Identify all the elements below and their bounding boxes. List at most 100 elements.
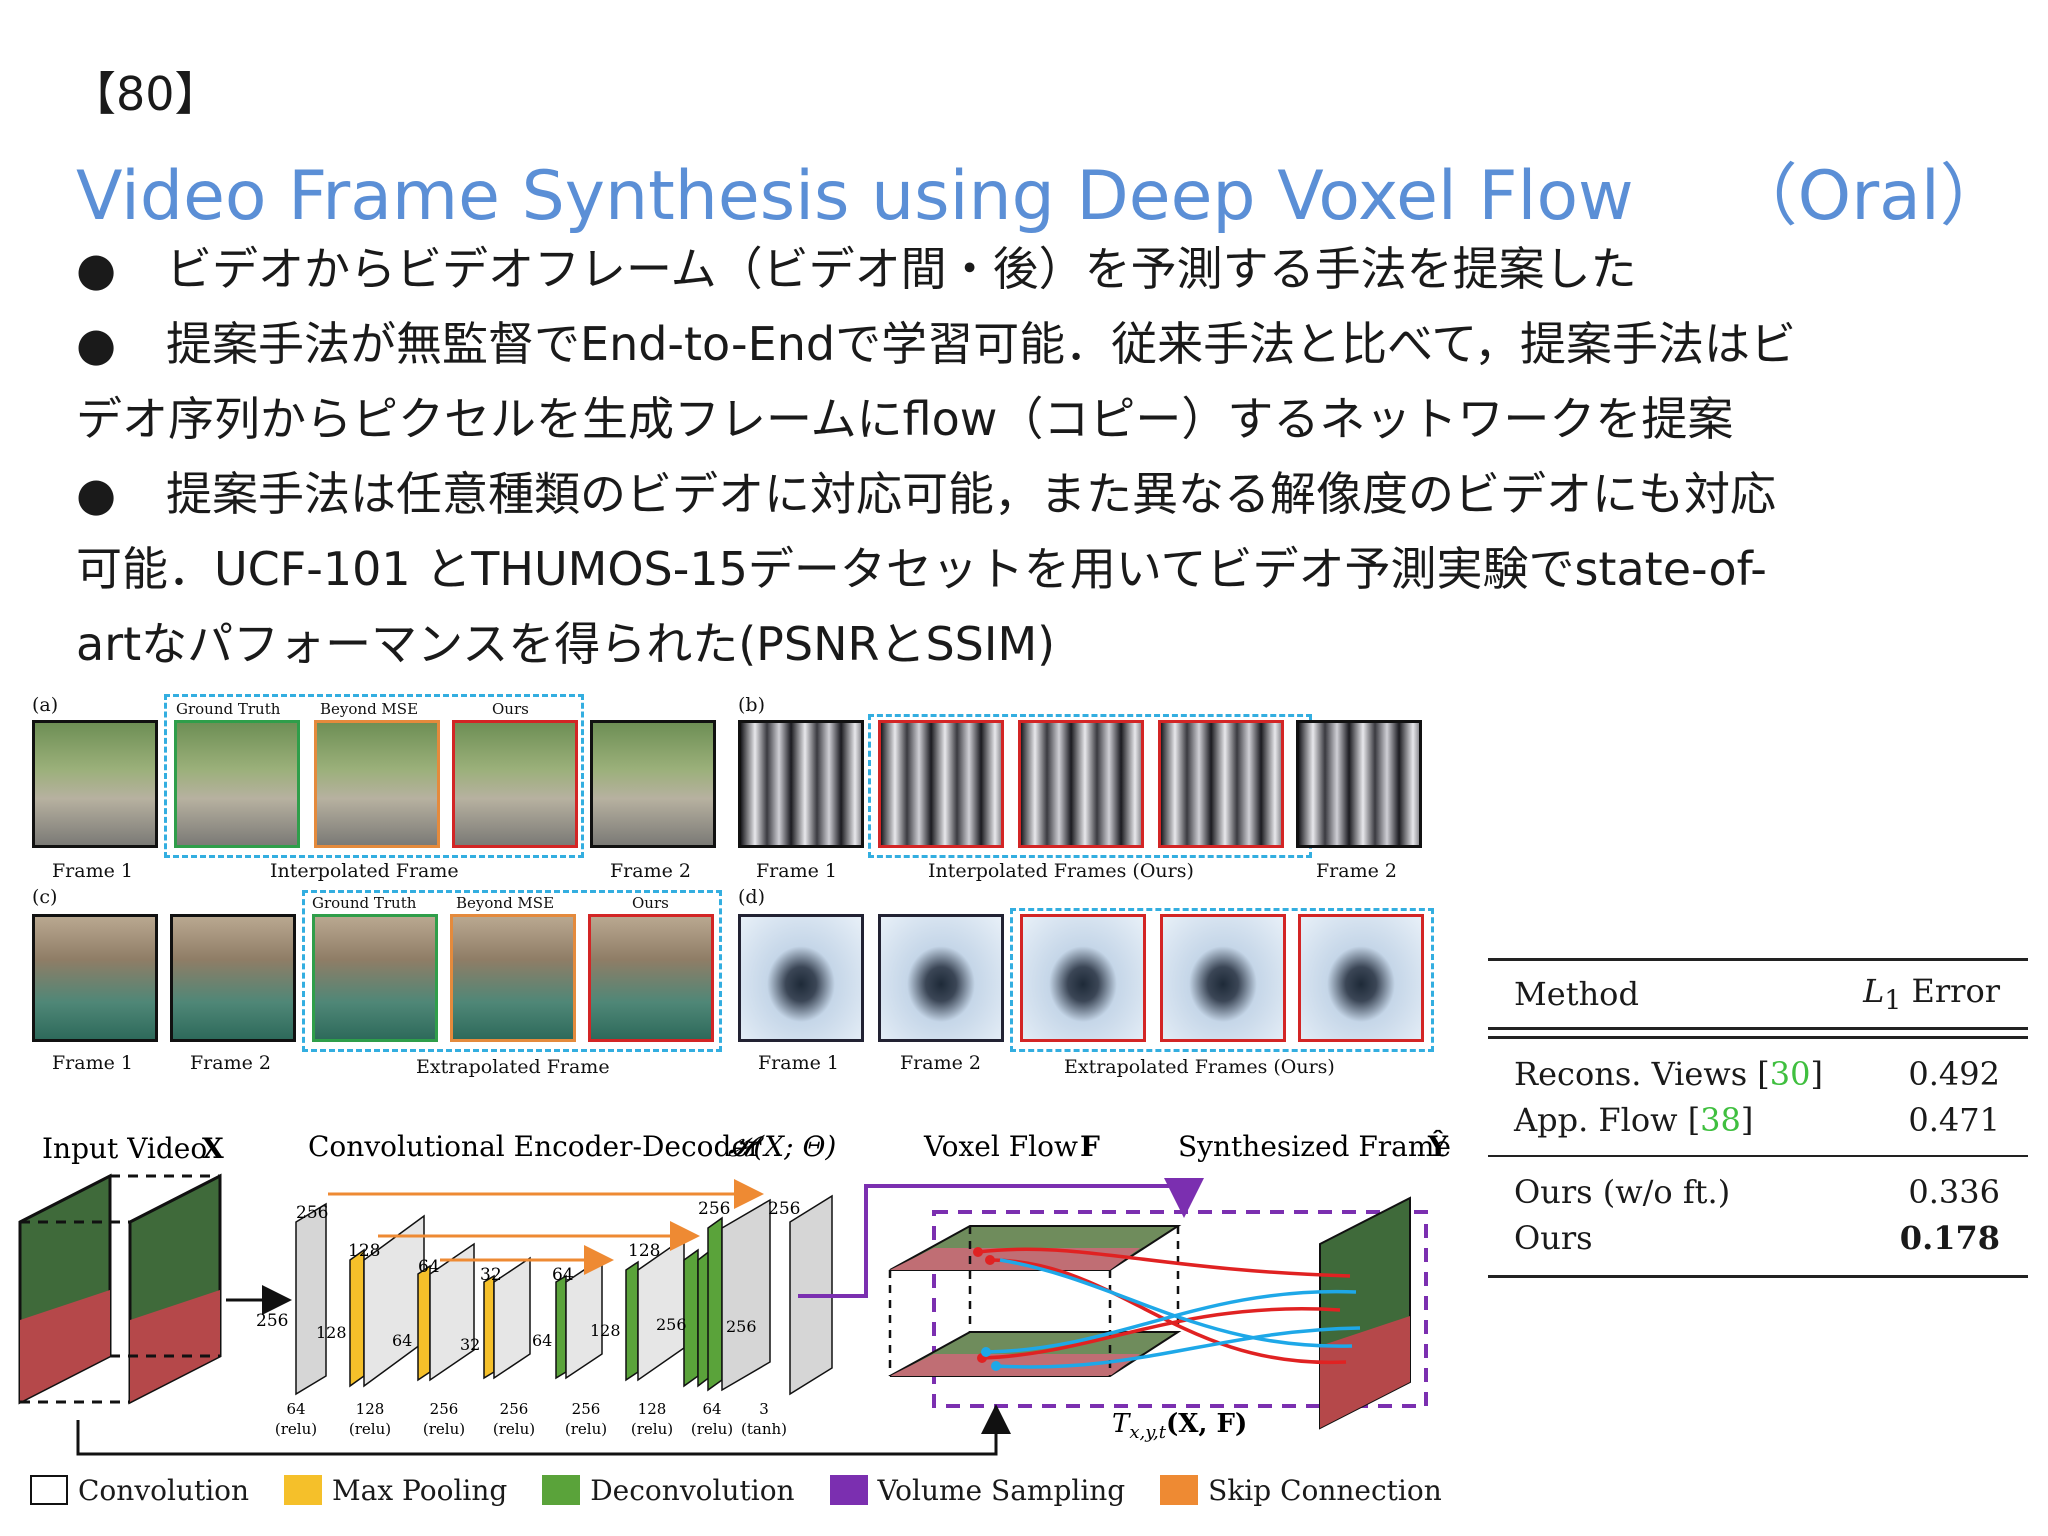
legend-skip-connection: Skip Connection <box>1160 1474 1442 1507</box>
row-value: 0.336 <box>1908 1173 2000 1211</box>
act-label-7: (relu) <box>691 1420 733 1438</box>
image-b-frame2 <box>1296 720 1422 848</box>
flow-blue-3 <box>999 1258 1353 1348</box>
flow-red-2 <box>989 1258 1347 1365</box>
bottom-label-2: 128 <box>356 1400 385 1418</box>
flow-red-3 <box>981 1307 1341 1360</box>
pool-block-3 <box>483 1274 495 1380</box>
table-top-rule <box>1488 958 2028 961</box>
bullet-text: 提案手法が無監督でEnd-to-Endで学習可能．従来手法と比べて，提案手法はビ <box>166 317 1797 371</box>
depth-label-6: 256 <box>656 1315 687 1334</box>
act-label-4: (relu) <box>493 1420 535 1438</box>
label-b-caption: Interpolated Frames (Ours) <box>928 860 1194 882</box>
image-c-ground-truth <box>312 914 438 1042</box>
voxel-slice-top-track <box>890 1248 1140 1270</box>
conv-block-1 <box>295 1202 327 1396</box>
image-b-frame1 <box>738 720 864 848</box>
top-label-7: 256 <box>698 1199 730 1219</box>
depth-label-4: 64 <box>532 1331 552 1350</box>
table-header: Method L1 Error <box>1488 971 2028 1017</box>
input-frame-2-track <box>130 1290 220 1402</box>
depth-label-7: 256 <box>726 1317 757 1336</box>
slide-number: 【80】 <box>70 67 221 121</box>
top-label-1: 256 <box>296 1203 328 1223</box>
legend-swatch-max-pooling <box>283 1475 322 1505</box>
top-label-6: 128 <box>628 1241 660 1261</box>
table-row: Ours 0.178 <box>1488 1215 2028 1261</box>
legend-swatch-skip-connection <box>1160 1475 1199 1505</box>
legend-volume-sampling: Volume Sampling <box>829 1474 1125 1507</box>
image-b-ours-1 <box>878 720 1004 848</box>
image-d-ours-1 <box>1020 914 1146 1042</box>
bullet-list: ●ビデオからビデオフレーム（ビデオ間・後）を予測する手法を提案した ● 提案手法が… <box>76 232 2016 682</box>
bullet-2: ● 提案手法が無監督でEnd-to-Endで学習可能．従来手法と比べて，提案手法は… <box>76 307 2016 382</box>
image-c-beyond-mse <box>450 914 576 1042</box>
voxel-slice-bottom-track <box>890 1354 1140 1376</box>
flow-point <box>973 1247 983 1257</box>
header-method: Method <box>1514 975 1639 1013</box>
input-frame-dash-bottom <box>20 1354 220 1404</box>
flow-red-1 <box>977 1247 1351 1278</box>
act-label-1: (relu) <box>275 1420 317 1438</box>
table-row: Ours (w/o ft.) 0.336 <box>1488 1169 2028 1215</box>
head-c-ours: Ours <box>632 894 669 912</box>
label-a-caption: Interpolated Frame <box>270 860 459 882</box>
image-c-ours <box>588 914 714 1042</box>
extrapolated-dashed-box <box>302 890 722 1052</box>
bullet-3: ●提案手法は任意種類のビデオに対応可能，また異なる解像度のビデオにも対応 <box>76 457 2016 532</box>
head-c-ground-truth: Ground Truth <box>312 894 417 912</box>
depth-label-5: 128 <box>590 1321 621 1340</box>
table-row: App. Flow [38] 0.471 <box>1488 1097 2028 1143</box>
bullet-1: ●ビデオからビデオフレーム（ビデオ間・後）を予測する手法を提案した <box>76 232 2016 307</box>
flow-blue-1 <box>985 1289 1357 1354</box>
panel-tag-d: (d) <box>738 886 765 908</box>
title-text: Video Frame Synthesis using Deep Voxel F… <box>76 157 1634 236</box>
act-label-2: (relu) <box>349 1420 391 1438</box>
side-label: 256 <box>256 1311 288 1331</box>
conv-block-4 <box>493 1256 531 1380</box>
label-d-frame2: Frame 2 <box>900 1052 981 1074</box>
legend-label: Deconvolution <box>590 1474 795 1507</box>
panel-tag-b: (b) <box>738 694 765 716</box>
encoder-symbol: 𝓗(X; Θ) <box>728 1130 836 1163</box>
deconv-block-4 <box>707 1216 723 1392</box>
row-method: Ours <box>1514 1219 1593 1257</box>
image-b-ours-2 <box>1018 720 1144 848</box>
conv-block-3 <box>429 1242 475 1382</box>
pool-block-1 <box>349 1248 365 1388</box>
legend-deconvolution: Deconvolution <box>542 1474 795 1507</box>
row-value: 0.492 <box>1908 1055 2000 1093</box>
image-a-frame2 <box>590 720 716 848</box>
depth-label-1: 128 <box>316 1323 347 1342</box>
label-c-frame1: Frame 1 <box>52 1052 133 1074</box>
image-d-ours-3 <box>1298 914 1424 1042</box>
flow-point <box>991 1361 1001 1371</box>
bullet-2-cont: デオ序列からピクセルを生成フレームにflow（コピー）するネットワークを提案 <box>76 392 1734 446</box>
row-method: App. Flow [38] <box>1514 1101 1754 1139</box>
architecture-diagram: Input Video X Convolutional Encoder-Deco… <box>18 1130 1451 1456</box>
interpolated-dashed-box <box>164 694 584 858</box>
label-a-frame1: Frame 1 <box>52 860 133 882</box>
conv-block-8 <box>721 1198 771 1392</box>
encoder-label: Convolutional Encoder-Decoder <box>308 1130 762 1163</box>
top-label-3: 64 <box>418 1257 440 1277</box>
input-to-sampling-arrow <box>76 1404 1011 1456</box>
table-header-rule-2 <box>1488 1036 2028 1039</box>
synth-frame-label: Synthesized Frame <box>1178 1130 1451 1163</box>
legend-convolution: Convolution <box>30 1474 249 1507</box>
flow-blue-2 <box>995 1326 1361 1369</box>
slide-title: Video Frame Synthesis using Deep Voxel F… <box>76 140 2008 239</box>
extrapolated-ours-dashed-box <box>1010 908 1434 1052</box>
voxel-flow-label: Voxel Flow <box>923 1130 1078 1163</box>
bullet-dot-icon: ● <box>76 317 117 371</box>
image-b-ours-3 <box>1158 720 1284 848</box>
image-d-frame1 <box>738 914 864 1042</box>
flow-point <box>981 1347 991 1357</box>
image-a-beyond-mse <box>314 720 440 848</box>
panel-tag-c: (c) <box>32 886 58 908</box>
top-label-2: 128 <box>348 1241 380 1261</box>
table-row: Recons. Views [30] 0.492 <box>1488 1051 2028 1097</box>
label-b-frame1: Frame 1 <box>756 860 837 882</box>
input-video-label: Input Video <box>42 1132 207 1165</box>
bottom-label-8: 3 <box>759 1400 769 1418</box>
